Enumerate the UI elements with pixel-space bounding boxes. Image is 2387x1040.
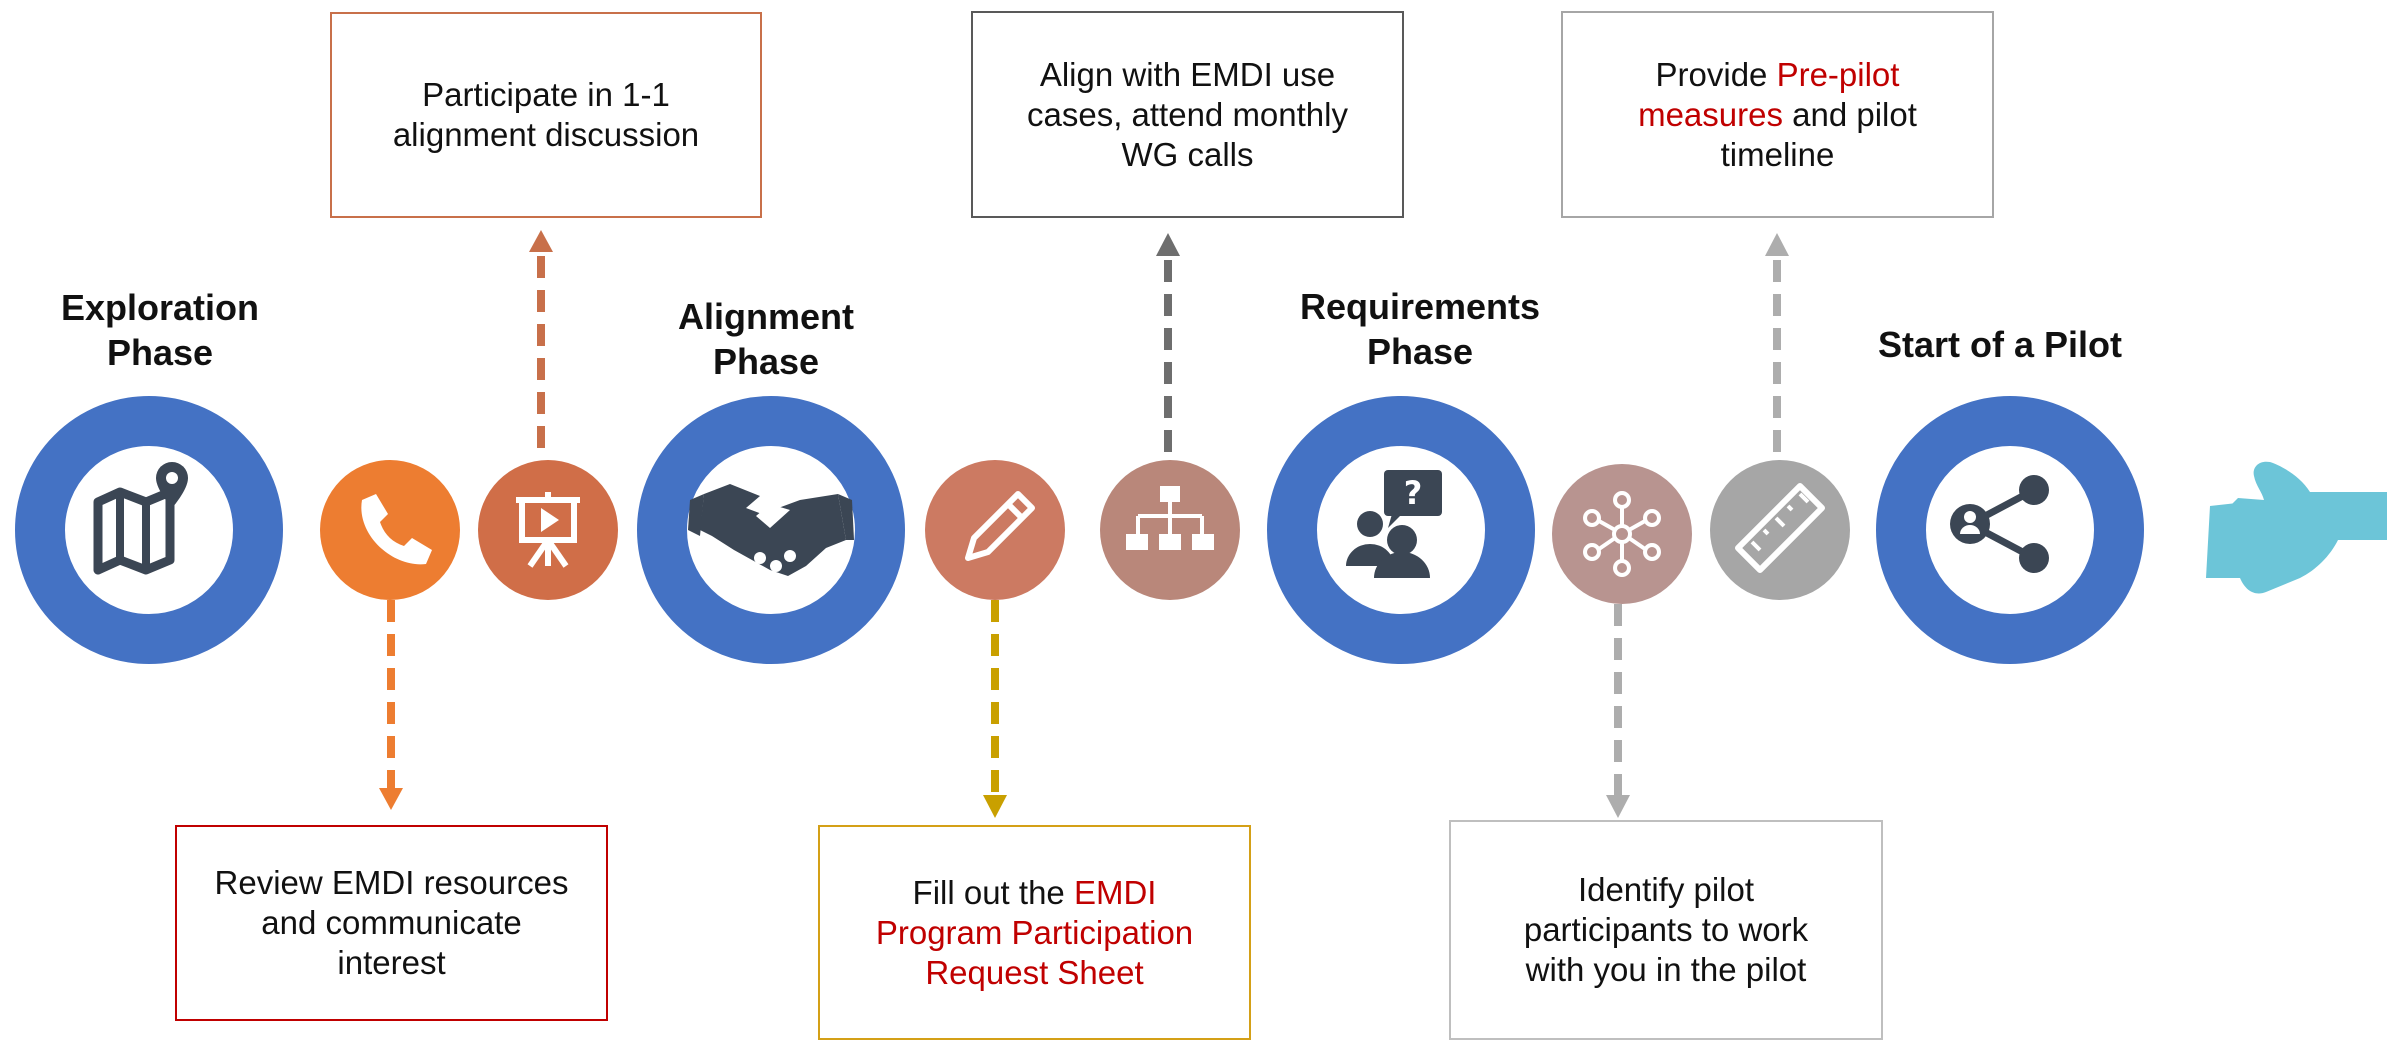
review-arrow <box>379 600 403 810</box>
presentation-step <box>478 460 618 600</box>
identify-line3: with you in the pilot <box>1525 951 1807 988</box>
exploration-phase-ring <box>15 396 283 664</box>
alignment-phase-ring <box>637 396 905 664</box>
fill-arrow <box>983 600 1007 818</box>
fill-box: Fill out the EMDI Program Participation … <box>818 825 1251 1040</box>
provide-pre: Provide <box>1655 55 1777 93</box>
align-line1: Align with EMDI use <box>1039 55 1336 93</box>
participate-line2: alignment discussion <box>392 116 700 153</box>
align-line3: WG calls <box>1121 135 1254 173</box>
provide-line2: measures and pilot <box>1638 95 1917 135</box>
requirements-title-line1: Requirements <box>1299 286 1541 327</box>
alignment-title-line2: Phase <box>712 341 820 382</box>
fill-highlight-1: EMDI <box>1073 873 1157 911</box>
exploration-title-line2: Phase <box>106 332 214 373</box>
review-box: Review EMDI resources and communicate in… <box>175 825 608 1021</box>
share-person-icon <box>1950 475 2049 573</box>
align-line2: cases, attend monthly <box>1026 95 1348 133</box>
start-pilot-title-line1: Start of a Pilot <box>1877 324 2123 365</box>
identify-line1: Identify pilot <box>1577 871 1755 908</box>
participate-box: Participate in 1-1 alignment discussion <box>330 12 762 218</box>
provide-arrow <box>1765 233 1789 452</box>
provide-post: and pilot <box>1782 95 1917 133</box>
svg-text:?: ? <box>1404 474 1423 512</box>
start-pilot-title: Start of a Pilot <box>1840 322 2160 367</box>
align-arrow <box>1156 233 1180 452</box>
fill-highlight-2: Program Participation <box>875 913 1194 951</box>
fill-pre: Fill out the <box>912 873 1074 911</box>
requirements-phase-ring <box>1267 396 1535 664</box>
people-question-icon: ? <box>1346 470 1442 578</box>
network-step <box>1552 464 1692 604</box>
org-chart-icon <box>1126 486 1214 550</box>
provide-box: Provide Pre-pilot measures and pilot tim… <box>1561 11 1994 218</box>
review-line1: Review EMDI resources <box>214 864 569 901</box>
pencil-step <box>925 460 1065 600</box>
phone-step <box>320 460 460 600</box>
provide-line1: Provide Pre-pilot <box>1638 55 1917 95</box>
participate-line1: Participate in 1-1 <box>422 76 670 113</box>
pointing-hand-icon <box>2206 461 2387 594</box>
network-icon <box>1583 491 1661 577</box>
ruler-icon <box>1735 483 1825 573</box>
identify-arrow <box>1606 604 1630 818</box>
provide-highlight-1: Pre-pilot <box>1776 55 1900 93</box>
alignment-phase-title: Alignment Phase <box>636 294 896 384</box>
provide-line3: timeline <box>1720 135 1835 173</box>
provide-highlight-2: measures <box>1638 95 1783 133</box>
alignment-title-line1: Alignment <box>678 296 854 337</box>
requirements-title-line2: Phase <box>1366 331 1474 372</box>
fill-highlight-3: Request Sheet <box>925 953 1144 991</box>
presentation-icon <box>516 492 580 568</box>
map-pin-icon <box>93 462 188 575</box>
fill-line1: Fill out the EMDI <box>876 873 1193 913</box>
phone-icon <box>361 494 432 565</box>
review-line3: interest <box>337 944 446 981</box>
review-line2: and communicate <box>261 904 522 941</box>
handshake-icon <box>688 484 854 576</box>
participate-arrow <box>529 230 553 448</box>
exploration-title-line1: Exploration <box>60 287 260 328</box>
align-box: Align with EMDI use cases, attend monthl… <box>971 11 1404 218</box>
identify-line2: participants to work <box>1523 911 1809 948</box>
start-pilot-ring <box>1876 396 2144 664</box>
ruler-step <box>1710 460 1850 600</box>
requirements-phase-title: Requirements Phase <box>1260 284 1580 374</box>
identify-box: Identify pilot participants to work with… <box>1449 820 1883 1040</box>
exploration-phase-title: Exploration Phase <box>30 285 290 375</box>
pencil-icon <box>965 491 1035 561</box>
